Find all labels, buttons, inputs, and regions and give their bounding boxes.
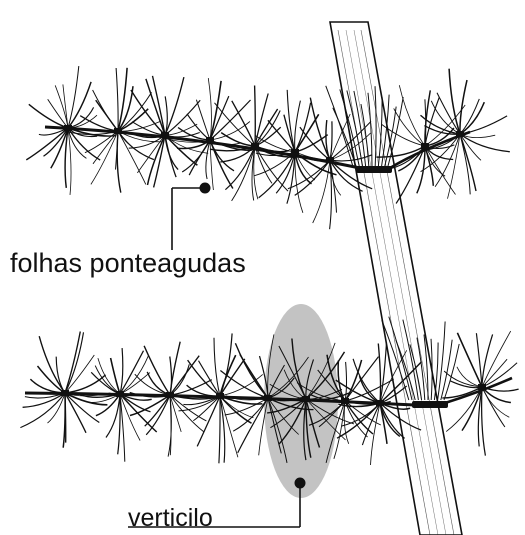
leaf: [482, 387, 486, 456]
leaf: [170, 356, 199, 395]
leaf: [29, 104, 68, 128]
leaf-whorl: [130, 342, 219, 457]
leaf: [65, 375, 106, 393]
leaf-whorl: [129, 76, 209, 187]
leaf: [91, 131, 118, 184]
leaf: [68, 82, 91, 128]
leaf: [116, 68, 118, 131]
leaf: [215, 103, 256, 146]
leaf: [118, 131, 146, 184]
branch-node: [64, 125, 72, 131]
leaf: [120, 348, 123, 394]
branch-node: [478, 384, 486, 390]
leaf: [65, 393, 86, 433]
leaf: [55, 85, 68, 128]
main-stem: [330, 22, 462, 535]
leaf: [118, 68, 127, 131]
label-whorl: verticilo: [128, 506, 213, 531]
leaf: [220, 359, 245, 396]
stem-node: [412, 401, 448, 408]
leaf: [259, 152, 295, 198]
leaf: [378, 344, 380, 404]
branch-node: [216, 393, 224, 399]
leaf: [353, 359, 380, 403]
leaf: [120, 356, 148, 394]
leaf: [210, 96, 229, 140]
leaf: [187, 114, 210, 140]
leaf: [425, 97, 439, 146]
leaf: [446, 387, 482, 432]
branch-node: [302, 396, 310, 402]
leaf: [106, 394, 120, 438]
leaf: [268, 120, 295, 152]
leaf: [449, 69, 460, 134]
leaf: [44, 128, 69, 156]
sheath-leaf: [444, 344, 459, 400]
branch-node: [376, 400, 384, 406]
leaf: [295, 103, 311, 152]
leaf: [220, 396, 225, 463]
leaf: [380, 342, 387, 403]
leaf: [187, 385, 220, 396]
leaf: [482, 334, 493, 387]
callout-dot: [200, 183, 210, 193]
leaf: [118, 92, 152, 131]
branch-node: [166, 392, 174, 398]
leaf: [165, 100, 200, 135]
branch-node: [206, 137, 214, 143]
leaf: [65, 355, 94, 393]
leaf: [380, 403, 387, 444]
leaf: [330, 114, 350, 160]
leaf-whorl: [80, 348, 156, 462]
leaf: [448, 134, 461, 199]
branch-node: [114, 128, 122, 134]
branch-node: [116, 391, 124, 397]
leaf: [330, 121, 332, 160]
leaf: [63, 84, 68, 128]
leaf: [362, 403, 380, 445]
leaf: [219, 396, 220, 463]
branch-node: [326, 157, 334, 163]
branch-node: [61, 390, 69, 396]
leaf: [457, 367, 482, 387]
leaf: [425, 146, 456, 195]
leaf: [165, 77, 184, 135]
leaf: [63, 393, 65, 448]
leaf: [255, 86, 256, 147]
leaf: [330, 160, 332, 229]
leaf: [482, 387, 505, 427]
callout-dot: [295, 478, 305, 488]
leaf: [457, 333, 482, 387]
branch-node: [456, 131, 464, 137]
branch-node: [341, 398, 349, 404]
branch-node: [161, 132, 169, 138]
callout-pointed-leaves: [172, 183, 210, 250]
leaf: [193, 396, 220, 421]
leaf-whorl: [442, 331, 518, 456]
branch-node: [251, 143, 259, 149]
leaf-whorl: [165, 78, 252, 190]
leaf: [255, 94, 268, 147]
label-pointed-leaves: folhas ponteagudas: [10, 250, 246, 277]
stem-node: [356, 166, 392, 173]
leaf: [197, 396, 220, 446]
leaf: [476, 333, 482, 387]
leaf: [287, 90, 295, 152]
branch-node: [421, 143, 429, 149]
leaf: [208, 78, 211, 140]
leaf-whorl: [20, 332, 110, 448]
leaf: [68, 66, 79, 128]
